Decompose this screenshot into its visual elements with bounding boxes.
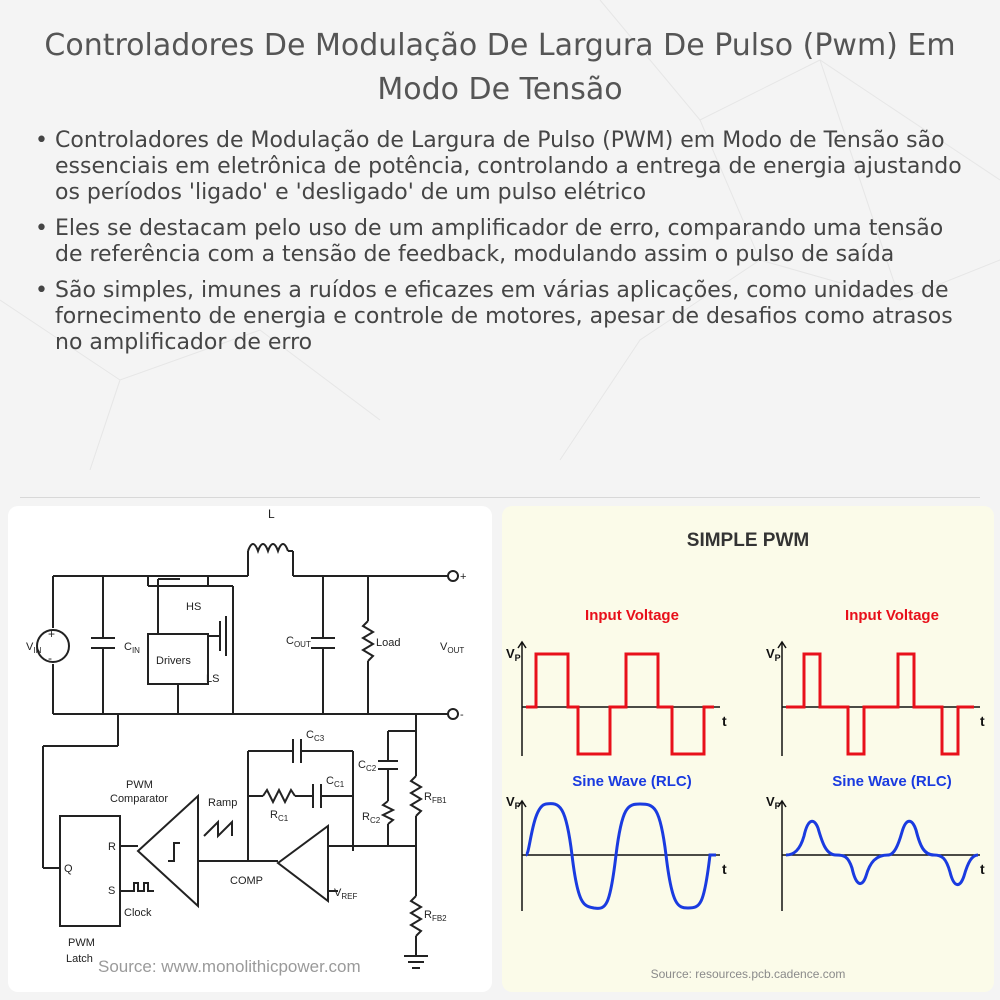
- cc3-label: C: [306, 729, 314, 741]
- pwm-figure-title: SIMPLE PWM: [687, 530, 809, 551]
- page-title: Controladores De Modulação De Largura De…: [44, 28, 956, 107]
- vp-label: V: [766, 646, 775, 661]
- bullet-item: Controladores de Modulação de Largura de…: [35, 128, 970, 206]
- t-label: t: [980, 861, 985, 877]
- circuit-source-label: Source: www.monolithicpower.com: [98, 957, 361, 976]
- circuit-diagram: L VIN + - CIN HS LS Drivers COUT Load VO…: [26, 507, 466, 976]
- svg-text:COUT: COUT: [286, 635, 311, 649]
- svg-text:CC1: CC1: [326, 775, 345, 789]
- pwm-waveform-diagram: SIMPLE PWM Input Voltage VP t t Sine Wav…: [506, 530, 985, 981]
- rc2-sub-label: C2: [370, 816, 381, 825]
- svg-text:VIN: VIN: [26, 641, 42, 655]
- t-label: t: [722, 713, 727, 729]
- cc1-sub-label: C1: [334, 780, 345, 789]
- vp-label: V: [506, 646, 515, 661]
- cin-label: C: [124, 641, 132, 653]
- comp-label: COMP: [230, 875, 263, 887]
- svg-text:RC1: RC1: [270, 809, 289, 823]
- input-voltage-label-left: Input Voltage: [585, 607, 679, 624]
- latch-r-label: R: [108, 841, 116, 853]
- ramp-label: Ramp: [208, 797, 237, 809]
- vout-minus-label: -: [460, 709, 464, 721]
- svg-text:CIN: CIN: [124, 641, 140, 655]
- svg-text:VP: VP: [766, 646, 781, 663]
- rfb2-label: R: [424, 909, 432, 921]
- input-voltage-wave-right: [786, 652, 974, 756]
- vout-plus-label: +: [460, 571, 466, 583]
- vp-label: V: [506, 794, 515, 809]
- vin-label: V: [26, 641, 34, 653]
- rfb1-label: R: [424, 791, 432, 803]
- sine-wave-label-right: Sine Wave (RLC): [832, 773, 951, 790]
- vp-sub-label: P: [775, 801, 781, 811]
- svg-text:VP: VP: [766, 794, 781, 811]
- svg-text:VREF: VREF: [334, 887, 357, 901]
- rc1-sub-label: C1: [278, 814, 289, 823]
- svg-text:VP: VP: [506, 646, 521, 663]
- svg-text:CC2: CC2: [358, 759, 377, 773]
- cin-sub-label: IN: [132, 646, 140, 655]
- sine-wave-right: [785, 819, 979, 886]
- vout-label: V: [440, 641, 448, 653]
- cc2-label: C: [358, 759, 366, 771]
- hs-label: HS: [186, 601, 201, 613]
- vp-label: V: [766, 794, 775, 809]
- svg-text:VOUT: VOUT: [440, 641, 464, 655]
- pwm-latch-label-2: Latch: [66, 953, 93, 965]
- rfb1-sub-label: FB1: [432, 796, 447, 805]
- bullet-list: Controladores de Modulação de Largura de…: [35, 128, 970, 366]
- svg-text:RC2: RC2: [362, 811, 381, 825]
- vp-sub-label: P: [775, 653, 781, 663]
- cc3-sub-label: C3: [314, 734, 325, 743]
- inductor-label: L: [268, 507, 275, 521]
- vref-label: V: [334, 887, 342, 899]
- pwm-source-label: Source: resources.pcb.cadence.com: [651, 967, 846, 981]
- clock-label: Clock: [124, 907, 152, 919]
- svg-text:CC3: CC3: [306, 729, 325, 743]
- circuit-diagram-panel: L VIN + - CIN HS LS Drivers COUT Load VO…: [8, 506, 492, 992]
- pwm-comparator-label-1: PWM: [126, 779, 153, 791]
- section-divider: [20, 497, 980, 498]
- svg-text:VP: VP: [506, 794, 521, 811]
- pwm-comparator-label-2: Comparator: [110, 793, 168, 805]
- rfb2-sub-label: FB2: [432, 914, 447, 923]
- vp-sub-label: P: [515, 801, 521, 811]
- rc2-label: R: [362, 811, 370, 823]
- vp-sub-label: P: [515, 653, 521, 663]
- cc2-sub-label: C2: [366, 764, 377, 773]
- bullet-item: São simples, imunes a ruídos e eficazes …: [35, 278, 970, 356]
- latch-q-label: Q: [64, 863, 73, 875]
- sine-wave-label-left: Sine Wave (RLC): [572, 773, 691, 790]
- svg-text:RFB2: RFB2: [424, 909, 447, 923]
- vout-sub-label: OUT: [447, 646, 464, 655]
- bullet-item: Eles se destacam pelo uso de um amplific…: [35, 216, 970, 268]
- pwm-waveform-panel: SIMPLE PWM Input Voltage VP t t Sine Wav…: [502, 506, 994, 992]
- drivers-label: Drivers: [156, 655, 191, 667]
- vin-plus-label: +: [48, 627, 55, 641]
- rc1-label: R: [270, 809, 278, 821]
- pwm-latch-label-1: PWM: [68, 937, 95, 949]
- vref-sub-label: REF: [341, 892, 357, 901]
- latch-s-label: S: [108, 885, 115, 897]
- vin-minus-label: -: [48, 651, 52, 665]
- load-label: Load: [376, 637, 400, 649]
- input-voltage-label-right: Input Voltage: [845, 607, 939, 624]
- vin-sub-label: IN: [33, 646, 41, 655]
- cout-sub-label: OUT: [294, 640, 311, 649]
- sine-wave-left: [524, 802, 716, 910]
- t-label: t: [980, 713, 985, 729]
- cout-label: C: [286, 635, 294, 647]
- t-label: t: [722, 861, 727, 877]
- svg-text:RFB1: RFB1: [424, 791, 447, 805]
- input-voltage-wave-left: [526, 652, 714, 756]
- ls-label: LS: [206, 673, 219, 685]
- cc1-label: C: [326, 775, 334, 787]
